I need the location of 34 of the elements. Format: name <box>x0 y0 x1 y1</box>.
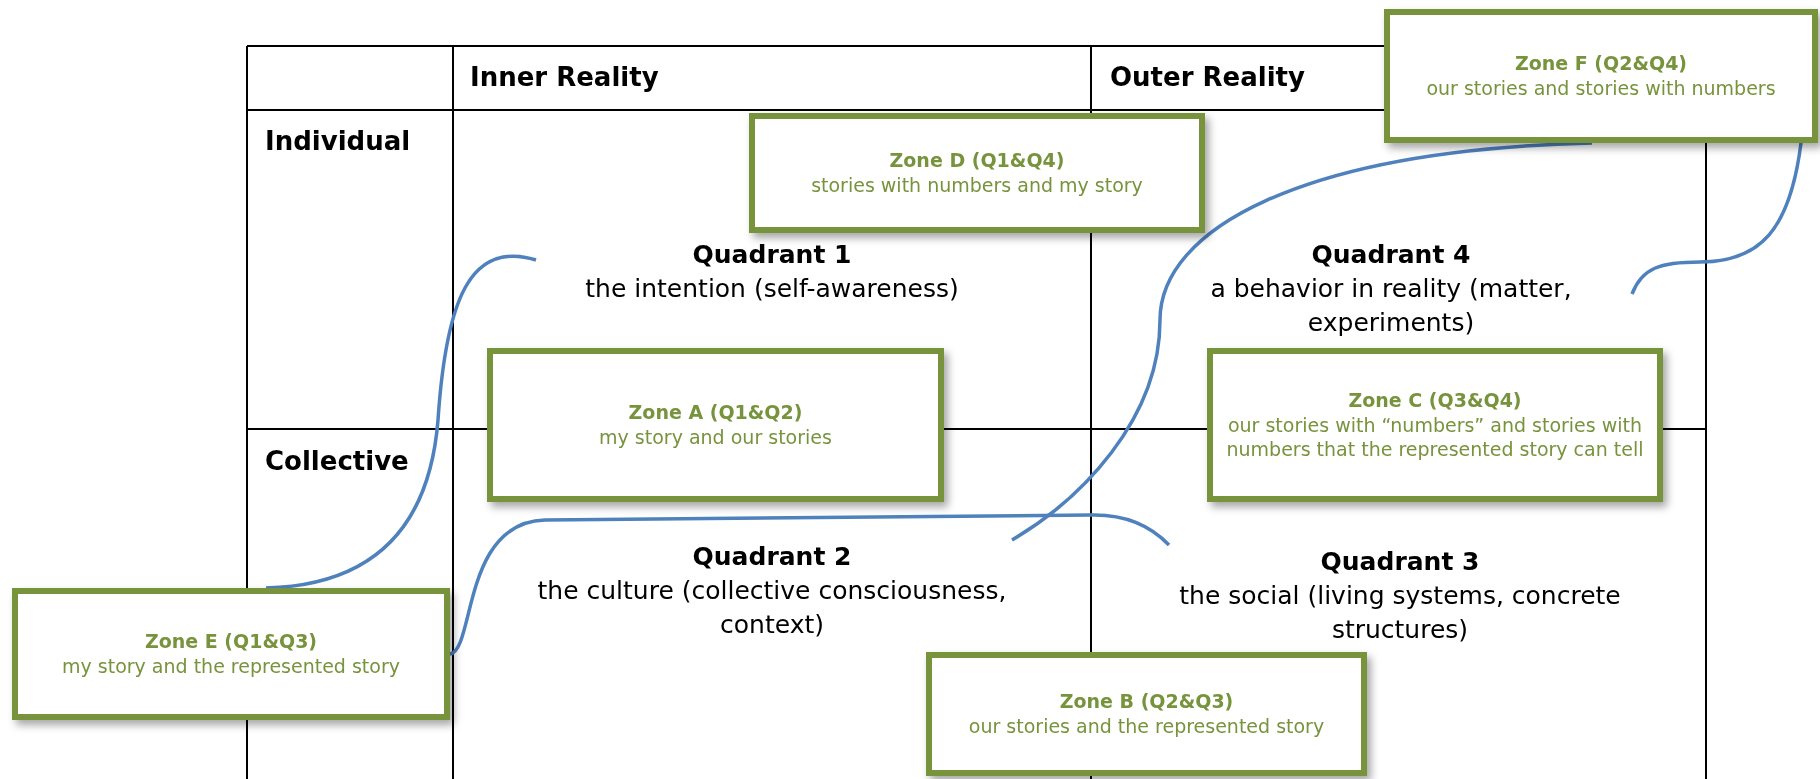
quadrant-heading: Quadrant 1 <box>691 239 853 271</box>
zone-description: our stories with “numbers” and stories with numbers that the represented story can tell <box>1225 412 1645 463</box>
zone-heading: Zone E (Q1&Q3) <box>144 629 318 654</box>
callout-box <box>1384 9 1818 143</box>
callout-box <box>1207 348 1663 502</box>
callout-box <box>926 652 1367 776</box>
zone-heading: Zone B (Q2&Q3) <box>1059 689 1234 714</box>
zone-description: our stories and stories with numbers <box>1426 76 1776 101</box>
connector-line <box>448 513 1171 656</box>
quadrant-heading: Quadrant 4 <box>1310 239 1472 271</box>
zone-heading: Zone C (Q3&Q4) <box>1348 387 1522 413</box>
connector-line <box>1011 141 1593 542</box>
zone-heading: Zone A (Q1&Q2) <box>628 400 803 425</box>
zone-heading: Zone D (Q1&Q4) <box>889 148 1065 173</box>
zone-heading: Zone F (Q2&Q4) <box>1514 51 1688 76</box>
zone-description: our stories and the represented story <box>968 714 1325 739</box>
quadrant-description: the social (living systems, concrete structures) <box>1178 579 1622 646</box>
zone-description: my story and our stories <box>599 425 832 450</box>
callout-box <box>12 588 450 720</box>
zone-description: my story and the represented story <box>62 654 400 679</box>
column-header: Outer Reality <box>1110 62 1305 92</box>
quadrant-heading: Quadrant 3 <box>1319 546 1481 578</box>
row-header: Individual <box>265 126 411 156</box>
quadrant-description: the intention (self-awareness) <box>584 272 960 305</box>
connector-line <box>265 254 537 590</box>
zone-description: stories with numbers and my story <box>811 173 1143 198</box>
callout-box <box>487 348 944 502</box>
callout-box <box>749 113 1205 233</box>
quadrant-description: the culture (collective consciousness, context) <box>536 574 1008 641</box>
column-header: Inner Reality <box>470 62 659 92</box>
row-header: Collective <box>265 446 409 476</box>
quadrant-heading: Quadrant 2 <box>691 541 853 573</box>
quadrant-description: a behavior in reality (matter, experiments) <box>1209 272 1573 339</box>
connector-line <box>1630 142 1803 295</box>
